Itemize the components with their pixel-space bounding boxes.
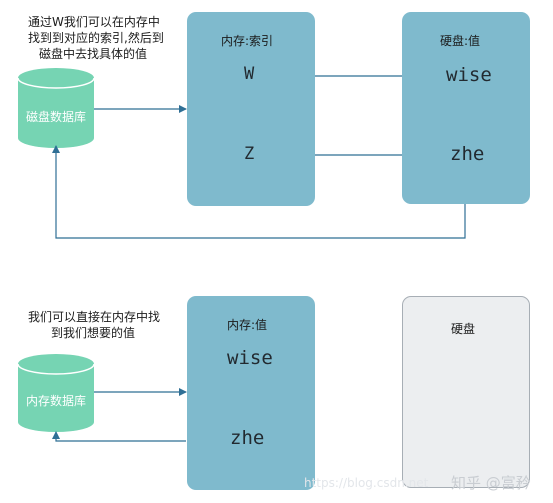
top-note: 通过W我们可以在内存中 找到到对应的索引,然后到 磁盘中去找具体的值 bbox=[28, 14, 164, 62]
disk-value-zhe: zhe bbox=[450, 143, 485, 165]
disk-empty-title: 硬盘 bbox=[451, 322, 476, 336]
arrow-disk-to-db bbox=[52, 145, 466, 239]
top-database-label: 磁盘数据库 bbox=[25, 110, 86, 124]
watermark-url: https://blog.csdn.net bbox=[304, 476, 429, 490]
bottom-note-line: 到我们想要的值 bbox=[50, 326, 135, 340]
bottom-note: 我们可以直接在内存中找 到我们想要的值 bbox=[28, 309, 161, 341]
memory-value-title: 内存:值 bbox=[227, 318, 268, 332]
top-note-line: 通过W我们可以在内存中 bbox=[28, 15, 160, 29]
bottom-note-line: 我们可以直接在内存中找 bbox=[28, 310, 161, 324]
memory-key-w: W bbox=[244, 64, 255, 84]
top-note-line: 找到到对应的索引,然后到 bbox=[28, 31, 164, 45]
bottom-database-label: 内存数据库 bbox=[25, 394, 86, 408]
memory-key-z: Z bbox=[244, 144, 255, 164]
disk-value-box: 硬盘:值 wise zhe bbox=[402, 12, 530, 204]
database-cylinder-top bbox=[17, 68, 95, 148]
memory-value-box: 内存:值 wise zhe bbox=[187, 296, 315, 490]
memory-index-title: 内存:索引 bbox=[221, 34, 274, 48]
watermark-brand: 知乎 @富矜 bbox=[451, 474, 531, 492]
memory-value-wise: wise bbox=[227, 347, 273, 369]
database-cylinder-bottom bbox=[17, 354, 95, 432]
disk-empty-box: 硬盘 bbox=[402, 296, 530, 488]
disk-value-wise: wise bbox=[446, 64, 492, 86]
disk-value-title: 硬盘:值 bbox=[440, 34, 481, 48]
memory-value-zhe: zhe bbox=[230, 427, 265, 449]
arrow-memory-to-memdb bbox=[52, 431, 186, 442]
top-note-line: 磁盘中去找具体的值 bbox=[38, 47, 147, 61]
memory-index-box: 内存:索引 W Z bbox=[187, 12, 315, 206]
